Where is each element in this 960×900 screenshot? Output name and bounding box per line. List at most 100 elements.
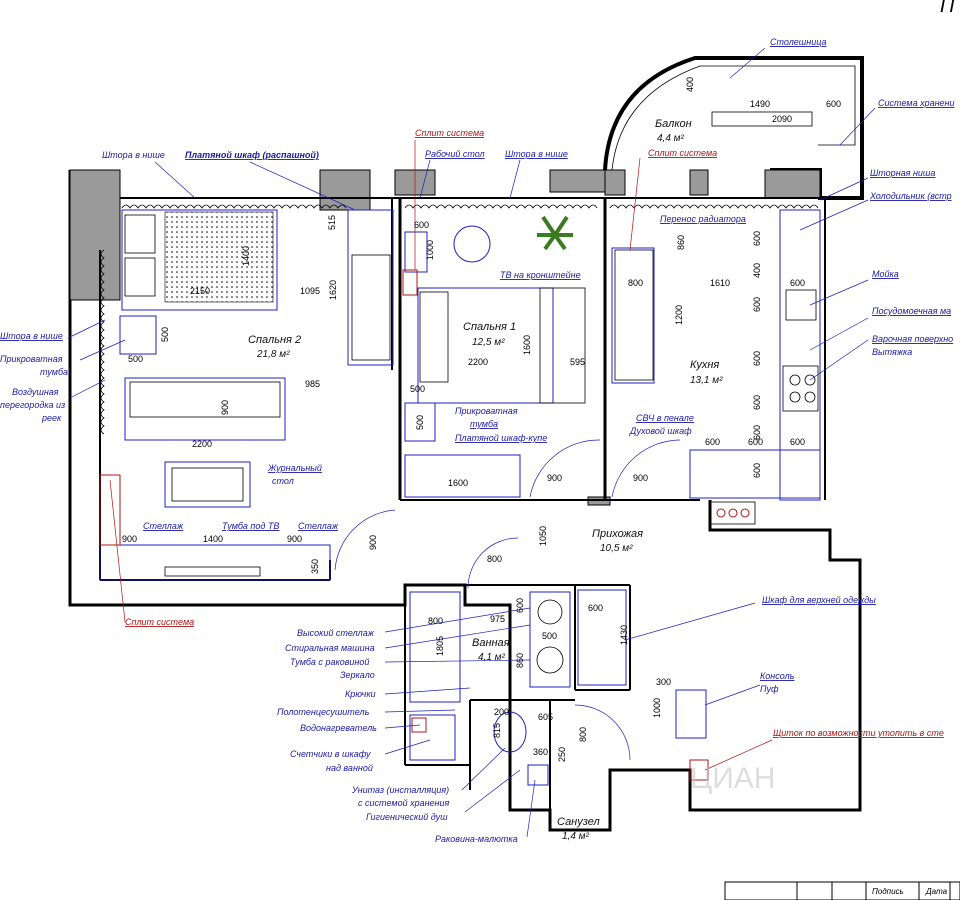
dimension: 500 [542,631,557,641]
wall-block [604,169,626,196]
label: над ванной [326,763,373,773]
label: Гигиенический душ [366,812,448,822]
dimension: 600 [588,603,603,613]
label: Пуф [760,684,779,694]
label: Штора в нише [505,149,568,159]
wardrobe-coupe [404,454,521,498]
dimension: 1490 [750,99,770,109]
dimension: 1600 [522,335,532,355]
label: реек [41,413,62,423]
label: Рабочий стол [425,149,485,159]
label: Платяной шкаф-купе [455,433,547,443]
dimension: 600 [752,425,762,440]
dimension: 900 [633,473,648,483]
dimension: 200 [494,707,509,717]
label: Тумба с раковиной [290,657,369,667]
label: Посудомоечная ма [872,306,951,316]
label: Высокий стеллаж [297,628,375,638]
dimension: 600 [752,463,762,478]
label: Штора в нише [0,331,63,341]
label: Духовой шкаф [629,426,692,436]
sofa [124,377,286,441]
label: Прикроватная [455,406,518,416]
dimension: 1095 [300,286,320,296]
dimension: 600 [826,99,841,109]
label: Штора в нише [102,150,165,160]
dimension: 515 [327,215,337,230]
label: Шторная ниша [870,168,935,178]
room-name: Прихожая [592,528,643,540]
dimension: 985 [305,379,320,389]
label: Холодильник (встр [869,191,952,201]
label: Унитаз (инсталляция) [351,785,449,795]
leader-lines [67,47,876,838]
pouf [675,689,707,739]
wall-block [69,169,121,301]
dimension: 900 [368,535,378,550]
room-area: 10,5 м² [600,543,633,554]
label: Сплит система [648,148,717,158]
wall-block [689,169,709,196]
toilet [493,711,527,753]
dimension: 400 [752,263,762,278]
dimension: 1600 [448,478,468,488]
dimension: 1610 [710,278,730,288]
outer-wardrobe [577,589,627,686]
room-name: Ванная [472,637,510,649]
dimension: 815 [492,723,502,738]
room-name: Балкон [655,118,692,130]
label: Журнальный [267,463,322,473]
dimension: 500 [160,327,170,342]
dimension: 360 [533,747,548,757]
plant-icon [537,215,573,251]
dimension: 600 [752,395,762,410]
dimension: 1805 [435,636,445,656]
label: тумба [40,367,68,377]
label: Мойка [872,269,899,279]
curtains [100,204,819,435]
balcony-table [711,111,813,127]
dimension: 595 [570,357,585,367]
dimension: 900 [220,400,230,415]
label: ТВ на кронштейне [500,270,581,280]
label: СВЧ в пенале [636,413,694,423]
dimension: 900 [122,534,137,544]
label: Вытяжка [872,347,912,357]
dimension: 1050 [538,526,548,546]
label: Сплит система [415,128,484,138]
dimension: 600 [705,437,720,447]
dimension: 975 [490,614,505,624]
title-block: Подпись Дата [724,881,960,900]
label: Сплит система [125,617,194,627]
room-name: Санузел [557,816,600,828]
label: Щиток по возможности утопить в сте [773,728,944,738]
dimension: 600 [748,437,763,447]
title-block-sign: Подпись [872,887,904,896]
doors [334,439,681,761]
dimension: 500 [128,354,143,364]
dimension: 600 [790,437,805,447]
dining-table [611,247,655,384]
label: Полотенцесушитель [277,707,370,717]
label: Зеркало [340,670,375,680]
dimension: 600 [515,598,525,613]
tv-stand [99,544,331,581]
label: стол [272,476,294,486]
kitchen-counter [779,209,821,501]
dimension: 1000 [425,240,435,260]
sink [785,289,817,321]
outer-walls [68,56,864,832]
dimension: 860 [515,653,525,668]
dimension: 350 [310,559,320,574]
annotations: Столешница Система хранени Штора в нише … [0,37,955,844]
sheet-title-letter: П [940,0,955,17]
bedside-table [119,315,157,355]
washing-machine [529,591,571,688]
furniture [99,111,821,786]
wall-block [319,169,371,211]
room-area: 4,4 м² [657,133,685,144]
dimension: 1430 [619,625,629,645]
label: Система хранени [878,98,955,108]
dimension: 600 [752,231,762,246]
room-name: Кухня [690,359,719,371]
